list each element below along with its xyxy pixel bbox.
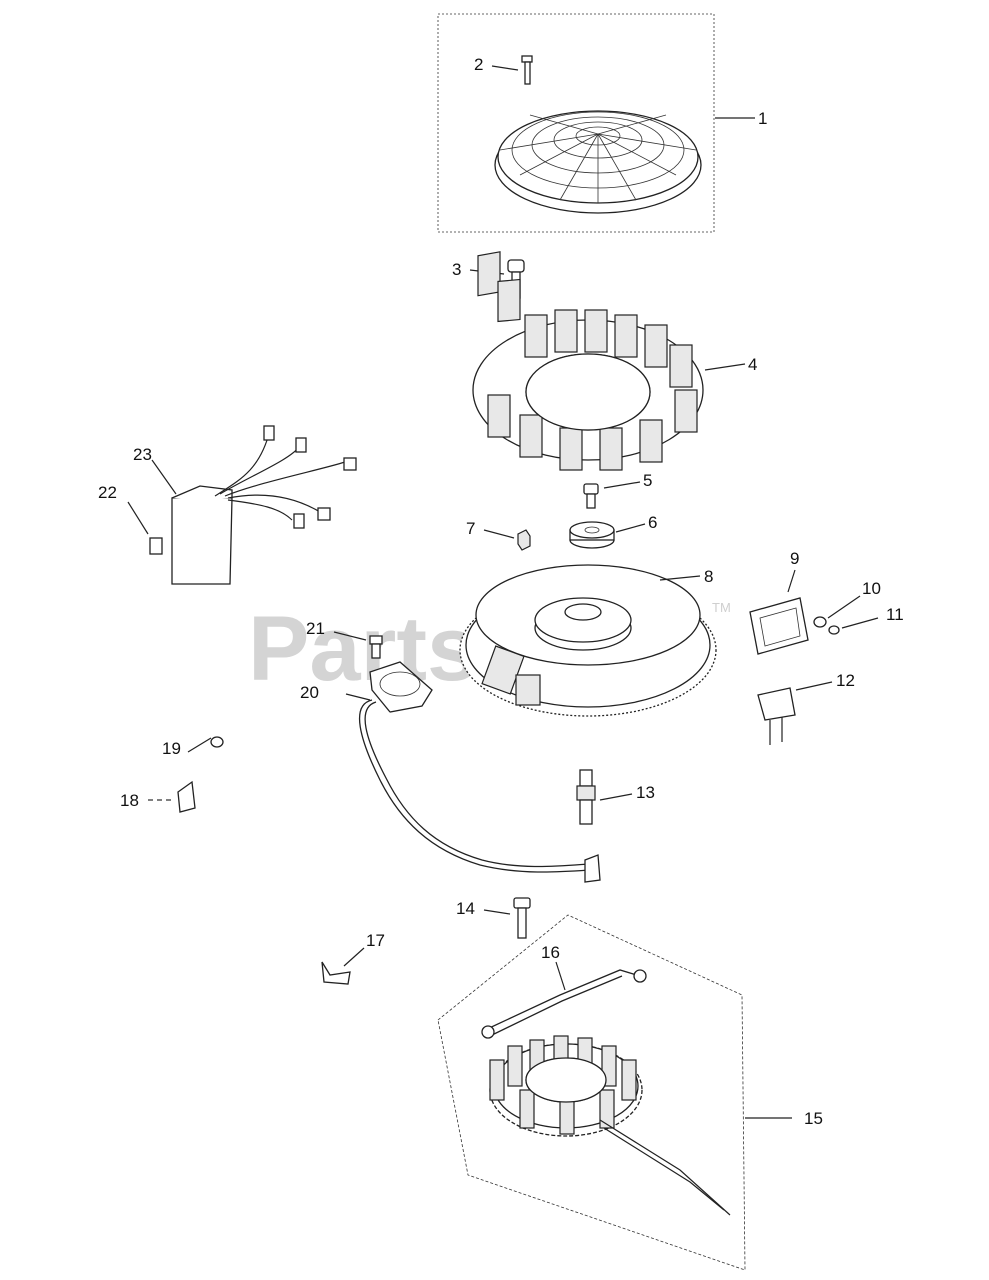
callout-19: 19 xyxy=(162,739,181,758)
callout-labels: 1 2 3 4 5 6 7 8 9 10 11 12 13 14 15 16 1… xyxy=(98,55,904,1128)
callout-18: 18 xyxy=(120,791,139,810)
callout-13: 13 xyxy=(636,783,655,802)
part-13-spark-plug[interactable] xyxy=(576,769,633,825)
callout-17: 17 xyxy=(366,931,385,950)
part-11-nut[interactable] xyxy=(828,617,879,635)
part-6-washer[interactable] xyxy=(569,521,646,549)
part-22-screw[interactable] xyxy=(127,501,163,555)
callout-1: 1 xyxy=(758,109,767,128)
part-20-ignition-module[interactable] xyxy=(345,661,601,883)
part-7-key[interactable] xyxy=(483,529,531,551)
part-19-nut[interactable] xyxy=(187,736,224,753)
part-9-rectifier[interactable] xyxy=(749,569,809,655)
callout-9: 9 xyxy=(790,549,799,568)
part-23-regulator-harness[interactable] xyxy=(151,425,357,585)
kit-box-15 xyxy=(437,914,746,1271)
callout-2: 2 xyxy=(474,55,483,74)
callout-21: 21 xyxy=(306,619,325,638)
part-10-washer[interactable] xyxy=(813,595,861,628)
callout-22: 22 xyxy=(98,483,117,502)
part-4-cooling-fan[interactable] xyxy=(472,251,746,471)
part-15-stator-kit[interactable] xyxy=(437,914,792,1271)
part-18-bracket[interactable] xyxy=(148,780,196,813)
part-14-bolt[interactable] xyxy=(483,897,531,939)
callout-4: 4 xyxy=(748,355,757,374)
callout-10: 10 xyxy=(862,579,881,598)
callout-5: 5 xyxy=(643,471,652,490)
callout-3: 3 xyxy=(452,260,461,279)
callout-12: 12 xyxy=(836,671,855,690)
part-8-flywheel[interactable] xyxy=(459,564,717,717)
part-17-clip[interactable] xyxy=(321,947,365,985)
callout-11: 11 xyxy=(886,605,904,624)
watermark-trademark: TM xyxy=(712,600,731,615)
kit-box-1 xyxy=(437,13,715,233)
callout-8: 8 xyxy=(704,567,713,586)
part-16-ground-lead[interactable] xyxy=(481,961,647,1039)
part-21-screw[interactable] xyxy=(333,631,383,659)
callout-6: 6 xyxy=(648,513,657,532)
part-1-grille-kit[interactable] xyxy=(437,13,755,233)
callout-15: 15 xyxy=(804,1109,823,1128)
callout-7: 7 xyxy=(466,519,475,538)
callout-16: 16 xyxy=(541,943,560,962)
callout-14: 14 xyxy=(456,899,475,918)
callout-20: 20 xyxy=(300,683,319,702)
part-12-connector[interactable] xyxy=(757,681,833,745)
part-2-screw[interactable] xyxy=(521,55,533,85)
callout-23: 23 xyxy=(133,445,152,464)
part-5-screw[interactable] xyxy=(583,481,641,509)
